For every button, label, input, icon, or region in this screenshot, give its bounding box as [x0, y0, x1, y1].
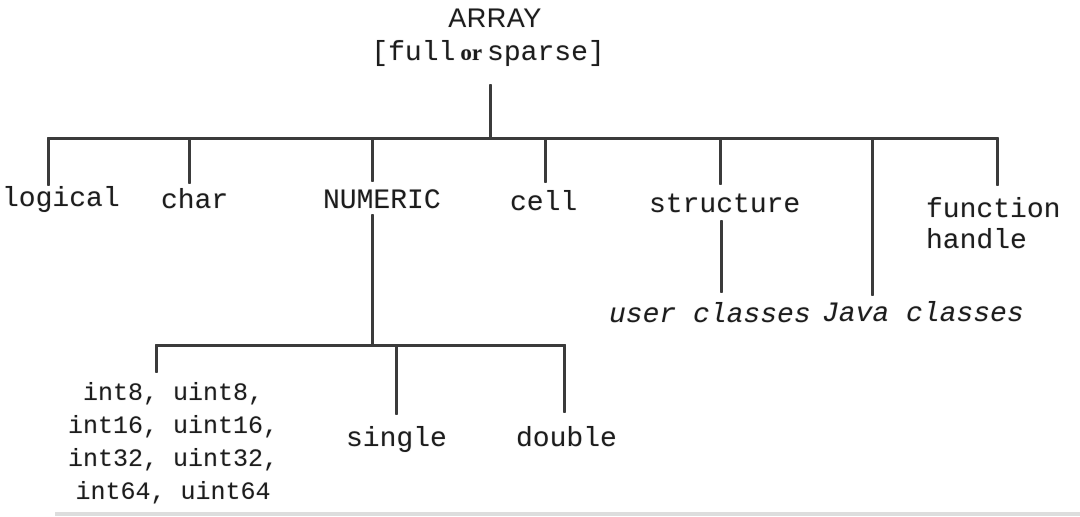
- connector-drop-java-classes: [871, 138, 874, 296]
- node-single: single: [346, 424, 447, 455]
- connector-drop-logical: [47, 137, 50, 186]
- connector-drop-numeric-upper: [371, 138, 374, 182]
- function-handle-line2: handle: [926, 226, 1027, 257]
- page-edge-artifact: [55, 512, 1080, 516]
- connector-drop-double: [563, 344, 566, 413]
- node-char: char: [161, 186, 229, 217]
- node-integer-types: int8, uint8, int16, uint16, int32, uint3…: [63, 377, 283, 509]
- connector-structure-to-user-classes: [720, 220, 723, 293]
- connector-numeric-horizontal: [155, 344, 566, 347]
- node-array: ARRAY: [448, 3, 542, 33]
- node-java-classes: Java classes: [822, 299, 1024, 330]
- integer-types-line3: int32, uint32,: [67, 445, 279, 474]
- node-user-classes: user classes: [609, 300, 811, 331]
- connector-main-horizontal: [47, 137, 999, 140]
- integer-types-line2: int16, uint16,: [67, 412, 279, 441]
- qualifier-sparse-bracket: sparse]: [487, 38, 605, 69]
- connector-drop-integers: [155, 344, 158, 373]
- node-structure: structure: [649, 190, 801, 221]
- connector-drop-function-handle: [996, 138, 999, 186]
- connector-drop-single: [395, 344, 398, 415]
- node-cell: cell: [510, 188, 578, 219]
- qualifier-bracket-full: [full: [371, 38, 456, 69]
- connector-drop-cell: [544, 138, 547, 183]
- node-logical: logical: [2, 184, 120, 215]
- qualifier-or: or: [460, 40, 483, 65]
- connector-drop-numeric-lower: [371, 214, 374, 347]
- integer-types-line4: int64, uint64: [75, 478, 271, 507]
- connector-trunk: [489, 84, 492, 140]
- connector-drop-structure: [719, 138, 722, 185]
- integer-types-line1: int8, uint8,: [82, 379, 264, 408]
- node-function-handle: function handle: [926, 195, 1060, 257]
- connector-drop-char: [188, 138, 191, 184]
- node-double: double: [516, 424, 617, 455]
- node-numeric: NUMERIC: [323, 186, 441, 217]
- function-handle-line1: function: [926, 195, 1061, 226]
